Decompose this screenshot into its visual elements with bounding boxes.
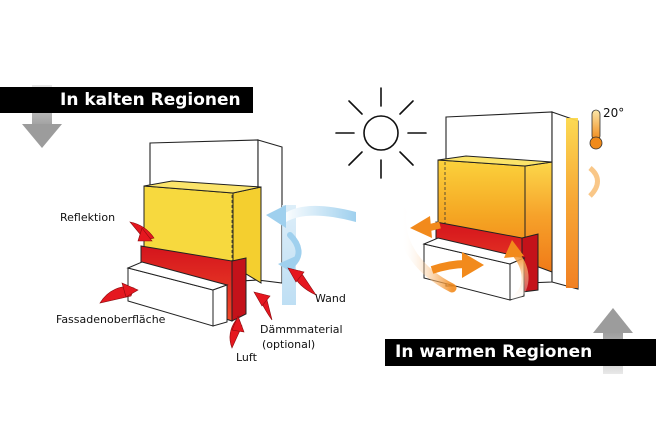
label-insulation-note: (optional) — [262, 338, 316, 351]
wall-arrow-icon — [287, 267, 317, 296]
label-insulation: Dämmmaterial — [260, 323, 343, 336]
cold-region-diagram — [22, 85, 356, 349]
label-reflection: Reflektion — [60, 211, 116, 224]
warm-region-diagram — [335, 87, 633, 374]
warm-air-arrows — [397, 166, 600, 304]
label-air: Luft — [236, 351, 257, 364]
warm-wall-side — [566, 118, 578, 288]
label-wall: Wand — [315, 292, 346, 305]
air-arrow-icon — [229, 315, 245, 349]
facade-arrow-icon — [99, 282, 139, 304]
reflection-arrow-icon — [129, 221, 155, 242]
insulation-arrow-icon — [253, 291, 273, 321]
cold-region-title: In kalten Regionen — [0, 87, 253, 113]
temperature-readout: 20° — [603, 106, 625, 120]
glass-panel — [282, 205, 296, 305]
sun-icon — [335, 87, 427, 179]
warm-region-title: In warmen Regionen — [385, 339, 656, 366]
thermometer-icon — [589, 109, 603, 150]
cold-air-arrow — [266, 205, 356, 274]
label-facade-surface: Fassadenoberfläche — [56, 313, 166, 326]
